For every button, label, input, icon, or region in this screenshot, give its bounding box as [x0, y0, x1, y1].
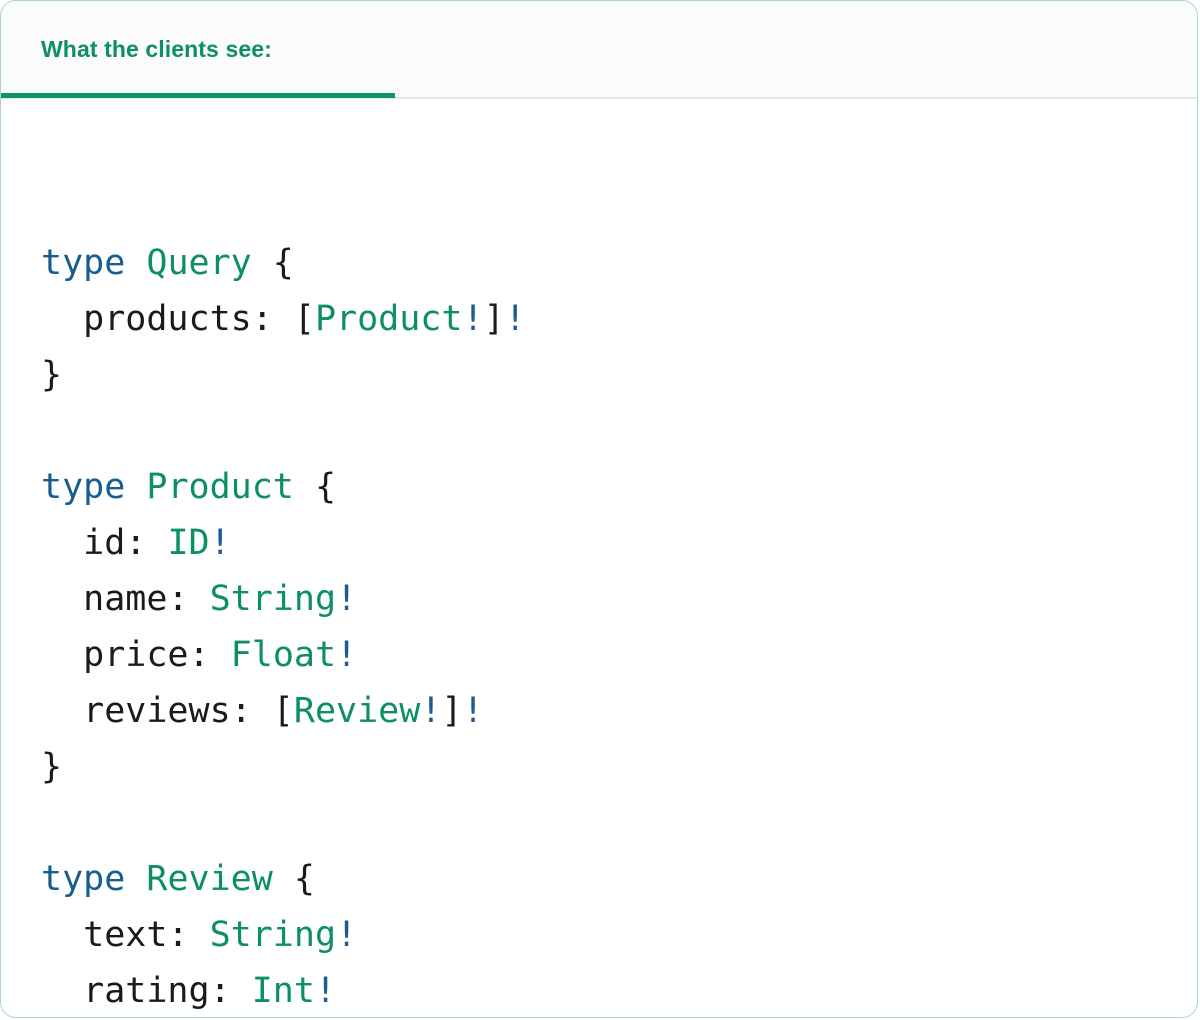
code-token-punc: : — [209, 971, 252, 1011]
code-token-type: Review — [293, 691, 421, 731]
code-line — [41, 403, 1197, 459]
code-token-field: text — [41, 915, 168, 955]
code-token-bang: ! — [314, 971, 337, 1011]
code-line: } — [41, 347, 1197, 403]
code-token-bang: ! — [209, 523, 231, 563]
code-token-field: name — [41, 579, 168, 619]
code-line: id: ID! — [41, 515, 1197, 571]
code-token-punc — [125, 859, 146, 899]
code-line: name: String! — [41, 571, 1197, 627]
code-token-type: Product — [314, 299, 463, 339]
code-line: text: String! — [41, 907, 1197, 963]
code-line: type Review { — [41, 851, 1197, 907]
code-token-bang: ! — [462, 299, 484, 339]
code-token-type: Query — [146, 243, 252, 283]
code-line: products: [Product!]! — [41, 291, 1197, 347]
code-token-type: String — [209, 579, 337, 619]
code-token-field: id — [41, 523, 126, 563]
code-token-type: Int — [251, 971, 315, 1011]
tab-what-the-clients-see[interactable]: What the clients see: — [1, 1, 395, 97]
code-token-punc: : — [167, 915, 210, 955]
code-token-type: Review — [146, 859, 273, 899]
code-token-bang: ! — [336, 635, 358, 675]
code-token-type: ID — [167, 523, 210, 563]
code-line: type Query { — [41, 235, 1197, 291]
tab-bar: What the clients see: — [1, 1, 1197, 99]
code-token-punc: ] — [441, 691, 463, 731]
code-line: type Product { — [41, 459, 1197, 515]
code-line: rating: Int! — [41, 963, 1197, 1017]
code-token-field: price — [41, 635, 189, 675]
code-line: } — [41, 739, 1197, 795]
code-token-bang: ! — [420, 691, 442, 731]
code-token-field: products — [41, 299, 252, 339]
code-token-bang: ! — [462, 691, 484, 731]
code-token-punc: { — [272, 859, 315, 899]
code-token-punc: { — [251, 243, 294, 283]
code-token-punc: : — [167, 579, 210, 619]
code-token-type: String — [209, 915, 337, 955]
code-token-punc — [125, 243, 146, 283]
code-token-punc: : — [188, 635, 231, 675]
code-token-punc: } — [41, 355, 63, 395]
tab-label: What the clients see: — [41, 35, 272, 62]
code-token-type: Float — [230, 635, 337, 675]
code-token-punc: ] — [483, 299, 505, 339]
graphql-schema-code-block: type Query { products: [Product!]!}type … — [1, 99, 1197, 1017]
code-token-bang: ! — [504, 299, 526, 339]
code-token-kw: type — [41, 243, 126, 283]
code-line: price: Float! — [41, 627, 1197, 683]
code-token-type: Product — [146, 467, 294, 507]
code-token-punc: : [ — [251, 299, 315, 339]
code-token-field: rating — [41, 971, 210, 1011]
code-token-punc — [125, 467, 146, 507]
code-token-field: reviews — [41, 691, 231, 731]
code-token-punc: } — [41, 747, 63, 787]
code-token-punc: : — [125, 523, 168, 563]
code-token-punc: : [ — [230, 691, 294, 731]
active-tab-indicator — [1, 93, 395, 98]
code-line — [41, 795, 1197, 851]
code-token-kw: type — [41, 859, 126, 899]
code-token-bang: ! — [336, 915, 358, 955]
code-token-bang: ! — [336, 579, 358, 619]
code-token-kw: type — [41, 467, 126, 507]
code-line: reviews: [Review!]! — [41, 683, 1197, 739]
code-token-punc: { — [293, 467, 337, 507]
